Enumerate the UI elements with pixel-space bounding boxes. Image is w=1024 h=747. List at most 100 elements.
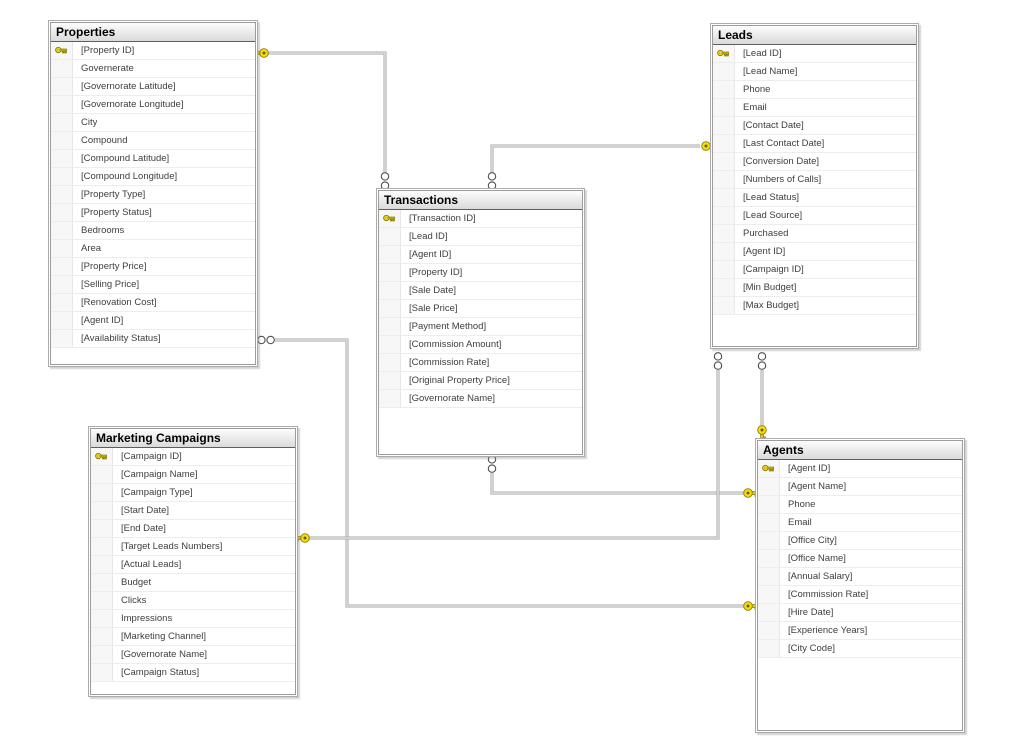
field-row[interactable]: [Target Leads Numbers] (91, 538, 295, 556)
field-row[interactable]: Governerate (51, 60, 255, 78)
field-row[interactable]: [Commission Amount] (379, 336, 582, 354)
field-row[interactable]: [Hire Date] (758, 604, 962, 622)
field-row[interactable]: [Selling Price] (51, 276, 255, 294)
field-row[interactable]: [Governorate Latitude] (51, 78, 255, 96)
field-row[interactable]: [Contact Date] (713, 117, 916, 135)
field-row[interactable]: [Compound Longitude] (51, 168, 255, 186)
table-title[interactable]: Properties (51, 23, 255, 42)
field-row[interactable]: [Property Price] (51, 258, 255, 276)
field-row[interactable]: [Sale Price] (379, 300, 582, 318)
field-row[interactable]: [Commission Rate] (758, 586, 962, 604)
field-label: [Start Date] (121, 505, 170, 516)
field-row[interactable]: [Lead Name] (713, 63, 916, 81)
field-label: [Marketing Channel] (121, 631, 207, 642)
field-row[interactable]: [Agent ID] (51, 312, 255, 330)
field-row[interactable]: [Start Date] (91, 502, 295, 520)
field-row[interactable]: [Office City] (758, 532, 962, 550)
field-row[interactable]: [Governorate Name] (379, 390, 582, 408)
field-icon-cell (758, 532, 780, 549)
field-label: [Lead Source] (743, 210, 803, 221)
field-row[interactable]: [Property ID] (51, 42, 255, 60)
field-row[interactable]: [Lead Status] (713, 189, 916, 207)
field-row[interactable]: Compound (51, 132, 255, 150)
field-label: [Governorate Longitude] (81, 99, 184, 110)
field-row[interactable]: [Min Budget] (713, 279, 916, 297)
field-row[interactable]: Clicks (91, 592, 295, 610)
field-row[interactable]: [Governorate Longitude] (51, 96, 255, 114)
field-icon-cell (713, 261, 735, 278)
field-row[interactable]: [Commission Rate] (379, 354, 582, 372)
field-row[interactable]: [Agent Name] (758, 478, 962, 496)
relationship-campaigns-leads[interactable] (292, 352, 723, 543)
field-row[interactable]: [Agent ID] (758, 460, 962, 478)
field-row[interactable]: [Campaign Type] (91, 484, 295, 502)
field-icon-cell (51, 114, 73, 131)
field-row[interactable]: Purchased (713, 225, 916, 243)
field-icon-cell (91, 646, 113, 663)
field-row[interactable]: [Sale Date] (379, 282, 582, 300)
field-row[interactable]: [Lead ID] (379, 228, 582, 246)
relationship-agents-transactions[interactable] (487, 455, 761, 498)
field-label: [Original Property Price] (409, 375, 510, 386)
relationship-agents-leads[interactable] (757, 352, 767, 443)
field-label: [Property Type] (81, 189, 146, 200)
field-row[interactable]: [Campaign Status] (91, 664, 295, 682)
field-row[interactable]: [Annual Salary] (758, 568, 962, 586)
field-row[interactable]: Bedrooms (51, 222, 255, 240)
field-row[interactable]: [Agent ID] (379, 246, 582, 264)
field-row[interactable]: [Property ID] (379, 264, 582, 282)
field-row[interactable]: [Lead ID] (713, 45, 916, 63)
field-icon-cell (51, 132, 73, 149)
field-row[interactable]: [Governorate Name] (91, 646, 295, 664)
field-row[interactable]: Impressions (91, 610, 295, 628)
field-row[interactable]: Email (758, 514, 962, 532)
field-row[interactable]: [Campaign ID] (713, 261, 916, 279)
relationship-properties-transactions[interactable] (251, 48, 390, 190)
field-row[interactable]: Email (713, 99, 916, 117)
table-transactions[interactable]: Transactions [Transaction ID][Lead ID][A… (378, 190, 583, 455)
table-properties[interactable]: Properties [Property ID]Governerate[Gove… (50, 22, 256, 365)
table-title[interactable]: Marketing Campaigns (91, 429, 295, 448)
field-row[interactable]: [Marketing Channel] (91, 628, 295, 646)
field-row[interactable]: [Compound Latitude] (51, 150, 255, 168)
field-row[interactable]: [Transaction ID] (379, 210, 582, 228)
field-label: [City Code] (788, 643, 835, 654)
field-row[interactable]: [Campaign Name] (91, 466, 295, 484)
field-row[interactable]: [Property Type] (51, 186, 255, 204)
field-row[interactable]: [Lead Source] (713, 207, 916, 225)
field-row[interactable]: Phone (713, 81, 916, 99)
field-row[interactable]: [Renovation Cost] (51, 294, 255, 312)
field-row[interactable]: [End Date] (91, 520, 295, 538)
field-row[interactable]: [Campaign ID] (91, 448, 295, 466)
field-row[interactable]: Budget (91, 574, 295, 592)
field-row[interactable]: [Numbers of Calls] (713, 171, 916, 189)
relationship-leads-transactions[interactable] (487, 141, 719, 190)
field-row[interactable]: [Availability Status] (51, 330, 255, 348)
field-row[interactable]: [Payment Method] (379, 318, 582, 336)
relationship-agents-properties[interactable] (257, 335, 761, 611)
field-row[interactable]: [Last Contact Date] (713, 135, 916, 153)
table-title[interactable]: Leads (713, 26, 916, 45)
field-row[interactable]: [Original Property Price] (379, 372, 582, 390)
field-icon-cell (91, 538, 113, 555)
field-row[interactable]: [Max Budget] (713, 297, 916, 315)
field-row[interactable]: [Experience Years] (758, 622, 962, 640)
field-row[interactable]: Phone (758, 496, 962, 514)
field-row[interactable]: [Conversion Date] (713, 153, 916, 171)
table-title[interactable]: Transactions (379, 191, 582, 210)
field-row[interactable]: [Property Status] (51, 204, 255, 222)
table-title[interactable]: Agents (758, 441, 962, 460)
field-row[interactable]: Area (51, 240, 255, 258)
field-label: [Campaign ID] (121, 451, 182, 462)
field-row[interactable]: City (51, 114, 255, 132)
table-marketing-campaigns[interactable]: Marketing Campaigns [Campaign ID] [Campai… (90, 428, 296, 695)
field-row[interactable]: [Agent ID] (713, 243, 916, 261)
field-label: Purchased (743, 228, 789, 239)
field-row[interactable]: [City Code] (758, 640, 962, 658)
field-icon-cell (379, 264, 401, 281)
field-row[interactable]: [Actual Leads] (91, 556, 295, 574)
field-row[interactable]: [Office Name] (758, 550, 962, 568)
field-icon-cell (91, 484, 113, 501)
